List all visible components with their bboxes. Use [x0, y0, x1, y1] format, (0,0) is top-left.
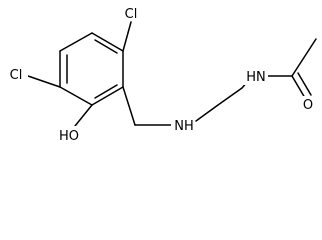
ring-bond [91, 86, 124, 106]
bond-nh-to-ch2 [195, 104, 219, 122]
cl-top-label: Cl [125, 7, 138, 22]
atom-amine: NH [171, 117, 195, 134]
molecule-structure: Cl Cl HO NH HN O [6, 5, 317, 144]
benzene-ring [59, 32, 124, 106]
hydroxyl-label: HO [59, 129, 79, 144]
bond-to-cl-left [27, 75, 61, 88]
cl-left-label: Cl [10, 68, 23, 83]
ring-bond [59, 32, 93, 52]
ring-double-bond [94, 84, 118, 99]
amine-label: NH [174, 119, 194, 134]
amide-nh-label: HN [246, 70, 266, 85]
atom-amide-nh: HN [244, 68, 268, 85]
oxygen-label: O [303, 98, 313, 113]
atom-cl-left: Cl [6, 66, 28, 83]
bond-ch2-ch2 [217, 87, 243, 106]
bond-to-hydroxyl [74, 104, 93, 127]
carbonyl-double-bond [291, 75, 306, 99]
bond-to-cl-top [122, 21, 132, 52]
bond-ring-to-ch2 [122, 86, 136, 126]
carbonyl-double-bond [297, 72, 312, 96]
ring-bond [91, 32, 124, 52]
ring-double-bond [94, 39, 118, 54]
atom-cl-top: Cl [121, 5, 141, 22]
ring-bond [59, 86, 93, 106]
atom-hydroxyl: HO [56, 126, 82, 144]
atom-oxygen: O [301, 96, 315, 113]
bond-c-to-methyl [291, 38, 317, 77]
